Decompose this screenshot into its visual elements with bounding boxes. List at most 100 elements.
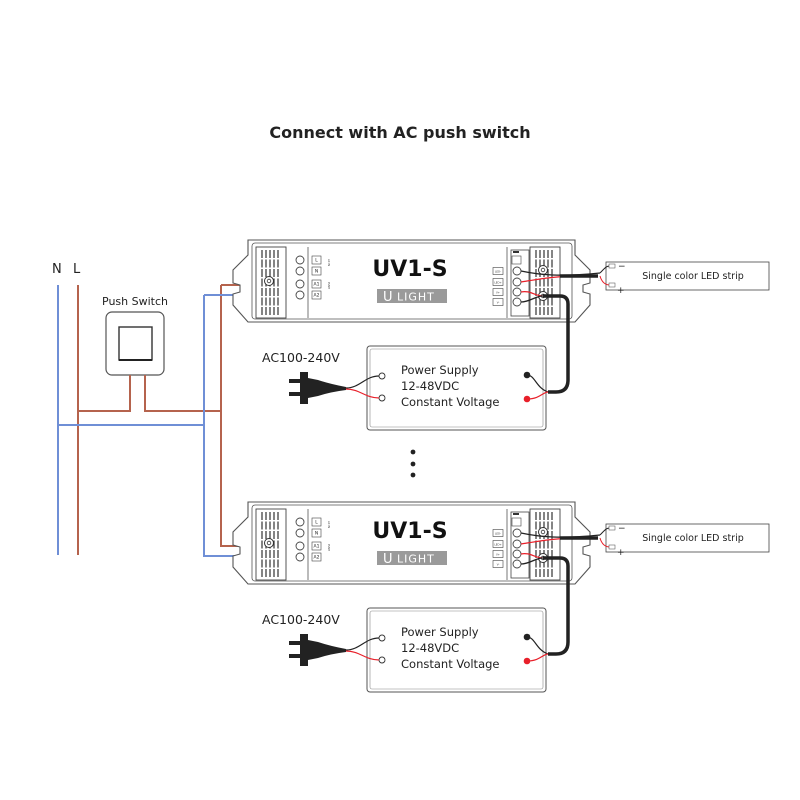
push-switch (105, 311, 165, 376)
output-terminal-label-box (492, 550, 504, 558)
input-terminal-screw (295, 528, 305, 538)
output-terminal-ledplus: LED+ (494, 542, 501, 546)
power-supply-line-1: Power Supply (401, 363, 479, 377)
input-terminal-label-box (311, 517, 322, 527)
input-terminal-screw (295, 541, 305, 551)
input-terminal-a1: A1 (314, 282, 320, 288)
left-heatsink (255, 246, 287, 319)
led-neg-wire (520, 532, 601, 538)
input-terminal-screw (295, 266, 305, 276)
vminus-wire (520, 557, 544, 565)
ac-input-label: AC100-240V (262, 350, 340, 365)
output-terminal-screw (512, 287, 522, 297)
input-terminal-l: L (315, 258, 318, 264)
dc-power-cable (543, 556, 570, 656)
led-neg-wire (520, 270, 601, 276)
led-strip-label: Single color LED strip (642, 271, 744, 282)
output-terminal-label-box (492, 540, 504, 548)
controller-inner-outline (251, 504, 573, 582)
input-terminal-label-box (311, 279, 322, 289)
strip-positive-sign: + (617, 286, 625, 296)
push-input-note: PUSH (327, 282, 331, 289)
input-terminal-label-box (311, 541, 322, 551)
push-switch-label: Push Switch (102, 295, 168, 308)
strip-negative-sign: − (618, 262, 626, 272)
right-heatsink (529, 246, 561, 319)
input-note: AC IN (327, 259, 331, 266)
input-terminal-screw (295, 279, 305, 289)
output-terminal-ledminus: LED- (495, 269, 501, 273)
output-terminal-screw (512, 266, 522, 276)
ac-cord-black (345, 375, 380, 389)
input-terminal-label-box (311, 290, 322, 300)
input-terminal-label-box (311, 552, 322, 562)
input-terminal-screw (295, 517, 305, 527)
controller-model: UV1-S (372, 519, 447, 544)
push-input-note: PUSH (327, 544, 331, 551)
input-note: AC IN (327, 521, 331, 528)
strip-negative-sign: − (618, 524, 626, 534)
output-terminal-label-box (492, 288, 504, 296)
power-supply-line-1: Power Supply (401, 625, 479, 639)
dc-power-cable (543, 294, 570, 394)
output-terminal-ledplus: LED+ (494, 280, 501, 284)
dip-switch-icon (511, 517, 522, 527)
output-terminal-label-box (492, 560, 504, 568)
input-terminal-label-box (311, 266, 322, 276)
input-terminal-screw (295, 290, 305, 300)
controller-inner-outline (251, 242, 573, 320)
led-strip-label: Single color LED strip (642, 533, 744, 544)
power-supply-line-3: Constant Voltage (401, 395, 500, 409)
continuation-dots (410, 449, 416, 478)
power-supply-line-2: 12-48VDC (401, 641, 459, 655)
output-terminal-screw (512, 277, 522, 287)
output-terminal-vminus: V- (497, 300, 500, 304)
led-strip: − + Single color LED strip (599, 523, 770, 558)
left-heatsink (255, 508, 287, 581)
input-terminal-a2: A2 (314, 293, 320, 299)
strip-positive-sign: + (617, 548, 625, 558)
dip-switch-icon (511, 255, 522, 265)
brand-initial: U (383, 290, 393, 305)
led-strip: − + Single color LED strip (599, 261, 770, 296)
ac-cord-red (345, 388, 380, 399)
brand-badge (377, 551, 447, 565)
output-terminal-vplus: V+ (496, 552, 500, 556)
output-terminal-vplus: V+ (496, 290, 500, 294)
neutral-label: N (52, 262, 62, 277)
input-terminal-label-box (311, 528, 322, 538)
ac-terminal-screw (378, 372, 386, 380)
output-terminal-label-box (492, 298, 504, 306)
output-terminal-screw (512, 559, 522, 569)
power-supply-line-2: 12-48VDC (401, 379, 459, 393)
input-terminal-a1: A1 (314, 544, 320, 550)
power-supply: Power Supply 12-48VDC Constant Voltage (366, 345, 549, 431)
output-terminal-label-box (492, 529, 504, 537)
input-terminal-n: N (315, 531, 318, 537)
input-terminal-n: N (315, 269, 318, 275)
output-terminal-vminus: V- (497, 562, 500, 566)
diagram-title: Connect with AC push switch (269, 123, 530, 142)
input-terminal-screw (295, 552, 305, 562)
switch-out-wire (144, 375, 221, 412)
input-terminal-l: L (315, 520, 318, 526)
ac-plug-icon (289, 372, 346, 404)
vminus-wire (520, 295, 544, 303)
brand-badge (377, 289, 447, 303)
input-terminal-a2: A2 (314, 555, 320, 561)
right-heatsink (529, 508, 561, 581)
output-terminal-ledminus: LED- (495, 531, 501, 535)
live-label: L (73, 262, 81, 277)
ac-cord-black (345, 637, 380, 651)
brand-initial: U (383, 552, 393, 567)
brand-name: LIGHT (397, 553, 435, 566)
ac-input-label: AC100-240V (262, 612, 340, 627)
output-terminal-screw (512, 528, 522, 538)
ac-terminal-screw (378, 656, 386, 664)
ac-plug-icon (289, 634, 346, 666)
output-terminal-screw (512, 297, 522, 307)
